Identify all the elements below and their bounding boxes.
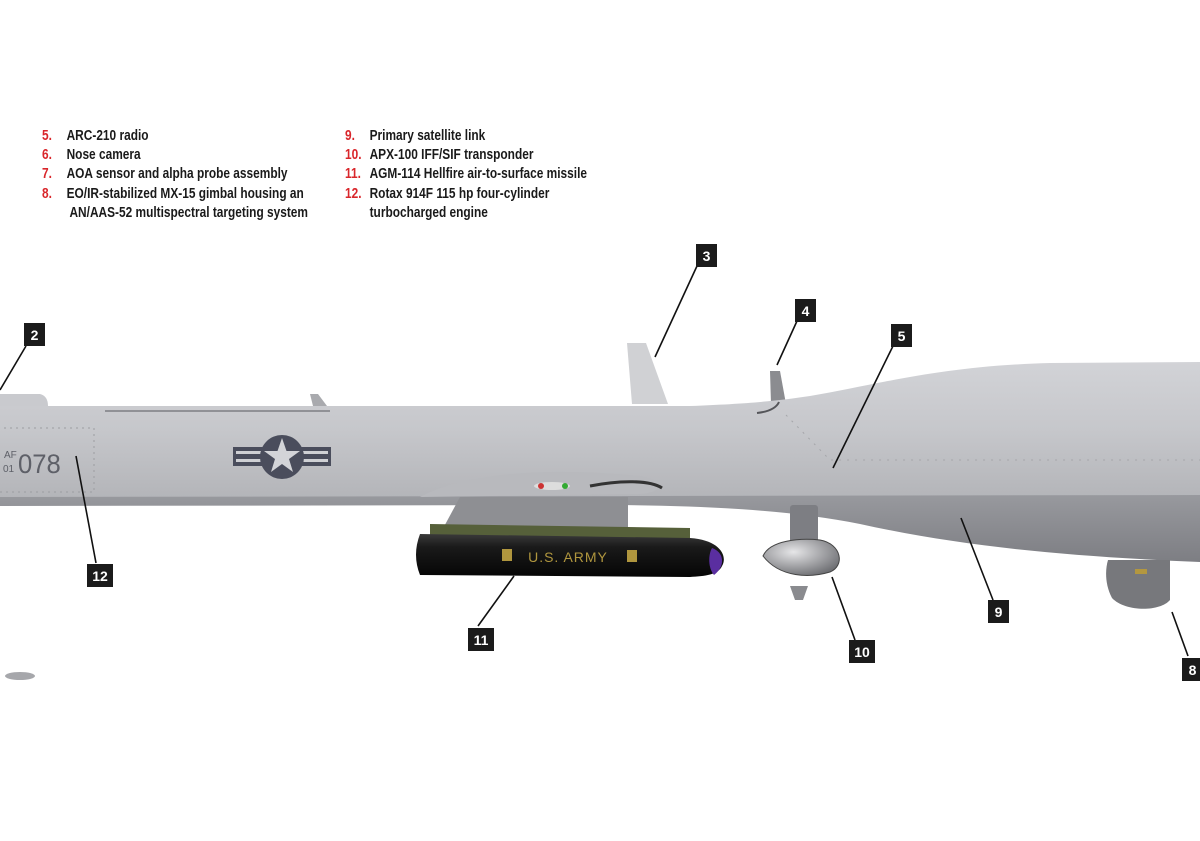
legend-text: Nose camera bbox=[66, 147, 141, 164]
legend-number: 6. bbox=[42, 147, 52, 164]
missile-band bbox=[627, 550, 637, 562]
svg-text:3: 3 bbox=[703, 248, 711, 264]
missile-band bbox=[502, 549, 512, 561]
callout-11: 11 bbox=[468, 628, 494, 651]
legend-column-1: 5. ARC-210 radio 6. Nose camera 7. AOA sens… bbox=[42, 127, 308, 223]
legend-text: AOA sensor and alpha probe assembly bbox=[66, 166, 288, 183]
callout-3: 3 bbox=[696, 244, 717, 267]
legend-text: AGM-114 Hellfire air-to-surface missile bbox=[369, 166, 588, 183]
legend-item-7: 7. AOA sensor and alpha probe assembly bbox=[42, 165, 308, 184]
callout-5: 5 bbox=[891, 324, 912, 347]
leader-line-11 bbox=[477, 575, 515, 627]
legend-number: 9. bbox=[345, 128, 355, 144]
legend-item-8: 8. EO/IR-stabilized MX-15 gimbal housing … bbox=[42, 185, 308, 223]
legend-item-5: 5. ARC-210 radio bbox=[42, 127, 308, 146]
tail-year-marking: 01 bbox=[3, 464, 15, 475]
legend-item-12: 12. Rotax 914F 115 hp four-cylinder turbo… bbox=[345, 185, 587, 223]
callout-2: 2 bbox=[24, 323, 45, 346]
legend-item-11: 11. AGM-114 Hellfire air-to-surface missi… bbox=[345, 165, 587, 184]
fuselage-belly bbox=[0, 490, 1200, 562]
wing-edge bbox=[589, 480, 663, 490]
callout-8: 8 bbox=[1182, 658, 1200, 681]
rear-fairing bbox=[0, 394, 48, 406]
legend-number: 11. bbox=[345, 166, 361, 183]
legend-number: 12. bbox=[345, 185, 362, 202]
targeting-gimbal bbox=[1106, 560, 1170, 609]
red-light-icon bbox=[538, 483, 544, 489]
legend-text: EO/IR-stabilized MX-15 gimbal housing an… bbox=[66, 185, 309, 221]
small-antenna bbox=[310, 394, 327, 406]
leader-line-9 bbox=[960, 517, 994, 601]
legend-column-2: 9. Primary satellite link 10. APX-100 IFF/… bbox=[345, 127, 587, 223]
tail-serial-number: 078 bbox=[18, 448, 61, 479]
svg-text:5: 5 bbox=[898, 328, 906, 344]
hellfire-missile bbox=[416, 534, 724, 577]
aoa-probe bbox=[756, 401, 780, 414]
svg-text:11: 11 bbox=[474, 632, 489, 648]
leader-line-4 bbox=[776, 320, 798, 366]
svg-text:9: 9 bbox=[995, 604, 1003, 620]
gimbal-sensor bbox=[1135, 569, 1147, 574]
roundel-insignia bbox=[233, 435, 331, 479]
tail-af-marking: AF bbox=[4, 450, 17, 461]
missile-seeker bbox=[709, 548, 723, 575]
leader-line-10 bbox=[831, 576, 856, 641]
legend-text: Primary satellite link bbox=[369, 128, 486, 144]
legend-number: 7. bbox=[42, 166, 52, 183]
star-icon bbox=[264, 438, 300, 472]
callout-12: 12 bbox=[87, 564, 113, 587]
weapon-pylon bbox=[440, 497, 628, 534]
transponder-pod bbox=[762, 538, 840, 576]
svg-text:8: 8 bbox=[1189, 662, 1197, 678]
leader-line-3 bbox=[654, 265, 698, 358]
legend-text: Rotax 914F 115 hp four-cylinder turbocha… bbox=[369, 185, 550, 221]
radio-antenna-fin bbox=[770, 371, 786, 404]
leader-line-5 bbox=[832, 345, 894, 469]
callout-9: 9 bbox=[988, 600, 1009, 623]
callout-4: 4 bbox=[795, 299, 816, 322]
legend-item-6: 6. Nose camera bbox=[42, 146, 308, 165]
legend-number: 5. bbox=[42, 128, 52, 144]
engine-access-panel bbox=[0, 427, 95, 493]
green-light-icon bbox=[562, 483, 568, 489]
leader-line-8 bbox=[1171, 611, 1189, 657]
leader-line-2 bbox=[0, 345, 27, 391]
transponder-fin bbox=[790, 586, 808, 600]
detached-part bbox=[5, 672, 35, 680]
legend-number: 8. bbox=[42, 185, 52, 202]
svg-text:2: 2 bbox=[31, 327, 39, 343]
callout-10: 10 bbox=[849, 640, 875, 663]
svg-text:4: 4 bbox=[802, 303, 810, 319]
svg-text:10: 10 bbox=[854, 644, 870, 660]
legend-item-9: 9. Primary satellite link bbox=[345, 127, 587, 146]
transponder-mount bbox=[790, 505, 818, 545]
legend-text: APX-100 IFF/SIF transponder bbox=[369, 147, 534, 164]
svg-text:12: 12 bbox=[92, 568, 108, 584]
legend-number: 10. bbox=[345, 147, 362, 164]
leader-line-12 bbox=[75, 455, 97, 564]
satellite-antenna-fin bbox=[627, 343, 668, 404]
legend-text: ARC-210 radio bbox=[66, 128, 149, 144]
legend-item-10: 10. APX-100 IFF/SIF transponder bbox=[345, 146, 587, 165]
missile-marking: U.S. ARMY bbox=[528, 549, 608, 565]
